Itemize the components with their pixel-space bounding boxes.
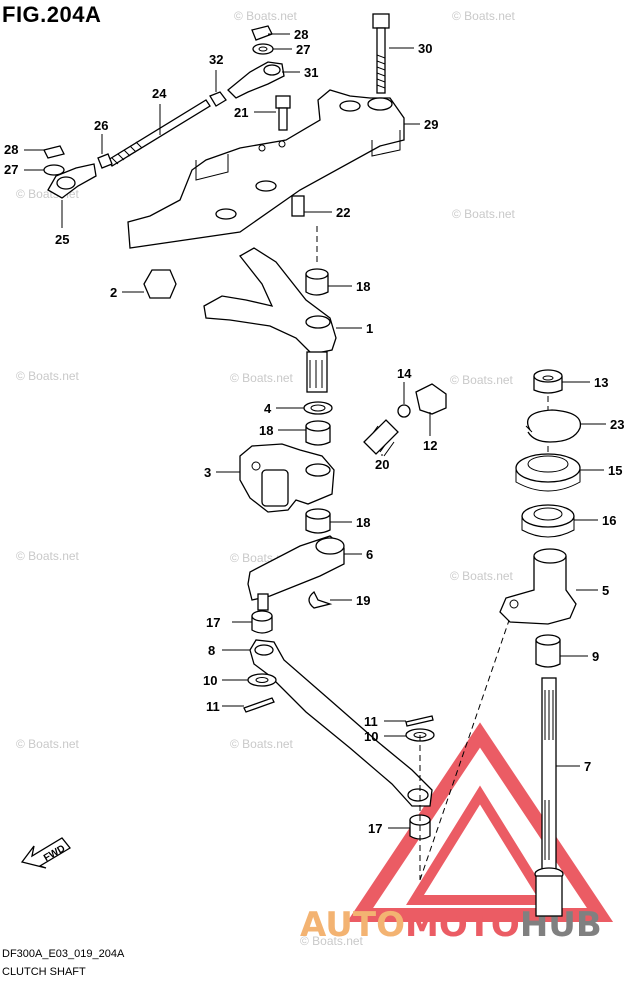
callout-1: 1 [366,321,373,336]
part-27-washer-top [252,43,274,55]
callout-15: 15 [608,463,622,478]
watermark: © Boats.net [452,207,516,221]
part-29-bracket [127,89,405,249]
callout-6: 6 [366,547,373,562]
part-10-washer-left [247,673,277,687]
part-17-bushing-top [251,610,273,634]
watermark: © Boats.net [300,934,364,948]
callout-10: 10 [364,729,378,744]
callout-21: 21 [234,105,248,120]
callout-4: 4 [264,401,272,416]
fwd-label: FWD [42,843,67,864]
watermark: © Boats.net [16,369,80,383]
part-16-seal [521,504,575,538]
part-15-bearing [515,453,581,492]
callout-23: 23 [610,417,624,432]
part-21-bolt [275,95,291,131]
part-1-shift-lever [203,247,337,393]
callout-27: 27 [4,162,18,177]
watermark: © Boats.net [230,371,294,385]
part-3-housing [239,443,335,513]
callout-20: 20 [375,457,389,472]
figure-caption: CLUTCH SHAFT [2,966,86,978]
callout-18: 18 [259,423,273,438]
watermark: © Boats.net [16,737,80,751]
watermark-layer: © Boats.net © Boats.net © Boats.net © Bo… [16,9,516,948]
part-4-washer [303,401,333,415]
part-6-lever [247,535,345,611]
callout-25: 25 [55,232,69,247]
watermark: © Boats.net [16,549,80,563]
callout-27: 27 [296,42,310,57]
part-2-cover [143,269,177,299]
watermark: © Boats.net [450,373,514,387]
logo-text: AUTOMOTOHUB [300,905,602,945]
callout-18: 18 [356,515,370,530]
callout-8: 8 [208,643,215,658]
figure-code: DF300A_E03_019_204A [2,948,125,960]
part-5-housing [499,548,577,625]
callout-28: 28 [4,142,18,157]
part-8-long-arm [249,639,433,807]
callout-11: 11 [364,714,378,729]
callout-30: 30 [418,41,432,56]
callout-29: 29 [424,117,438,132]
callout-19: 19 [356,593,370,608]
part-11-pin-right [405,715,434,727]
callout-layer: 28 27 30 32 31 24 21 29 26 28 27 25 [4,27,624,836]
callout-17: 17 [368,821,382,836]
callout-7: 7 [584,759,591,774]
part-19-circlip [308,590,333,609]
part-26-nut [97,153,113,169]
part-30-bolt [372,13,390,94]
watermark: © Boats.net [234,9,298,23]
callout-31: 31 [304,65,318,80]
part-18-bushing-mid [305,420,331,446]
part-28-clip-top [251,25,273,41]
callout-14: 14 [397,366,412,381]
callout-11: 11 [206,699,220,714]
part-18-bushing-top [305,268,329,296]
figure-title: FIG.204A [2,2,102,27]
callout-26: 26 [94,118,108,133]
callout-22: 22 [336,205,350,220]
watermark: © Boats.net [450,569,514,583]
part-31-rod-end [227,61,285,99]
part-14-ball [397,404,411,418]
callout-2: 2 [110,285,117,300]
watermark: © Boats.net [452,9,516,23]
watermark: © Boats.net [230,737,294,751]
part-13-plug [533,369,563,394]
part-9-bushing [535,634,561,668]
part-18-bushing-bottom [305,508,331,534]
part-32-nut [209,91,227,107]
callout-24: 24 [152,86,167,101]
callout-10: 10 [203,673,217,688]
callout-16: 16 [602,513,616,528]
part-11-pin-left [243,697,275,713]
fwd-arrow-icon: FWD [20,837,71,869]
part-24-rod [107,99,211,167]
callout-17: 17 [206,615,220,630]
callout-13: 13 [594,375,608,390]
part-28-clip-left [43,145,65,159]
callout-18: 18 [356,279,370,294]
part-7-shaft [534,677,564,917]
callout-5: 5 [602,583,609,598]
callout-32: 32 [209,52,223,67]
part-20-spring [363,419,399,457]
part-23-snap-ring [525,409,582,443]
logo-triangle-inner [406,785,554,905]
callout-3: 3 [204,465,211,480]
part-22-bolt [291,195,305,217]
part-25-rod-end [47,163,97,199]
callout-9: 9 [592,649,599,664]
part-12-sleeve [415,383,447,415]
callout-28: 28 [294,27,308,42]
callout-12: 12 [423,438,437,453]
